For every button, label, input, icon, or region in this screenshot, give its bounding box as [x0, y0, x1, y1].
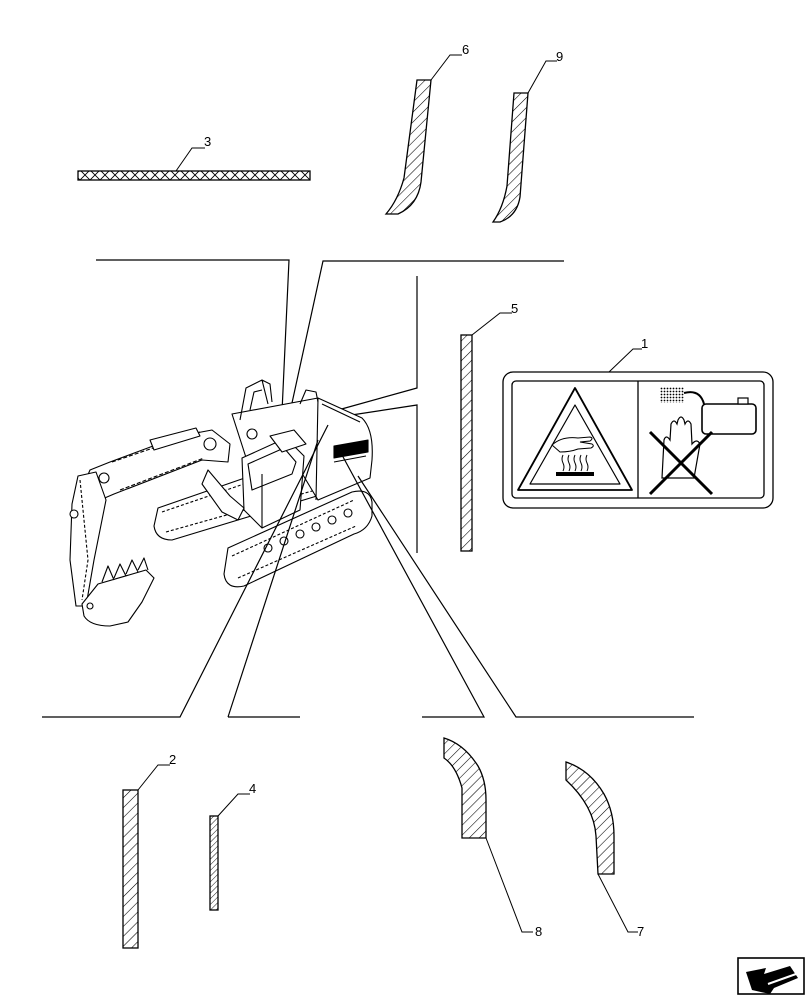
- excavator-illustration: [69, 379, 373, 627]
- decal-strip-4: 4: [209, 781, 256, 911]
- hot-surface-warning-icon: [517, 387, 633, 491]
- callout-5: 5: [511, 301, 518, 316]
- decal-strip-5: 5: [460, 301, 518, 552]
- callout-3: 3: [204, 134, 211, 149]
- previous-page-arrow-icon[interactable]: [737, 957, 805, 995]
- callout-7: 7: [637, 924, 644, 939]
- callout-1: 1: [641, 336, 648, 351]
- callout-6: 6: [462, 42, 469, 57]
- no-touch-icon: [648, 416, 714, 496]
- decal-strip-7: 7: [565, 761, 644, 939]
- callout-8: 8: [535, 924, 542, 939]
- decal-strip-6: 6: [384, 42, 469, 215]
- decal-strip-9: 9: [491, 49, 563, 223]
- view-pointer-lines-lower: [42, 424, 694, 718]
- warning-decal-1: 1: [502, 336, 774, 509]
- hot-tank-icon: [660, 387, 757, 435]
- callout-2: 2: [169, 752, 176, 767]
- decal-strip-2: 2: [122, 752, 176, 949]
- view-pointer-lines-upper: [96, 259, 564, 553]
- callout-9: 9: [556, 49, 563, 64]
- decal-strip-3: 3: [77, 134, 311, 181]
- decal-strip-8: 8: [443, 737, 542, 939]
- callout-4: 4: [249, 781, 256, 796]
